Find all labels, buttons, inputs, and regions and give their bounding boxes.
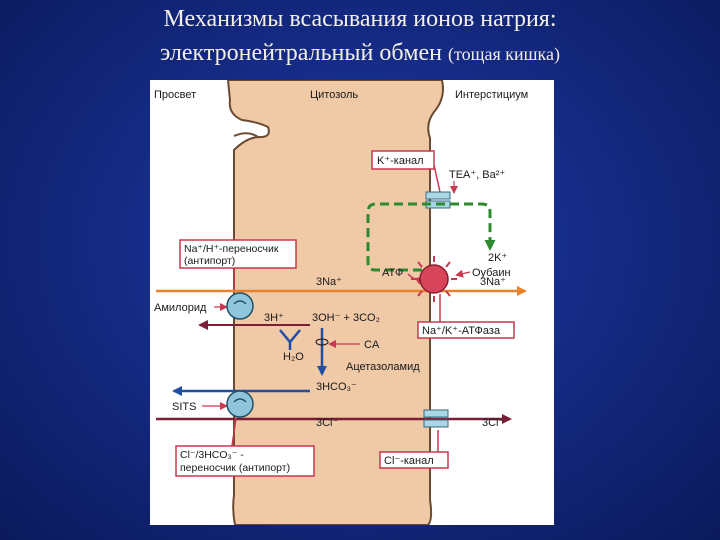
cl-hco3-label-line2: переносчик (антипорт) [180,462,290,474]
diagram-svg: Просвет Цитозоль Интерстициум K⁺-канал T… [150,79,554,526]
k-channel-pointer [433,164,441,193]
two-k-label: 2K⁺ [488,252,507,264]
region-lumen: Просвет [154,89,196,101]
nak-atpase-label: Na⁺/K⁺-АТФаза [422,325,501,337]
three-na-interstitium-label: 3Na⁺ [480,276,506,288]
three-hco3-label: 3HCO₃⁻ [316,381,357,393]
tight-junction [233,132,259,138]
acetazolamide-label: Ацетазоламид [346,361,420,373]
water-dissociation-arrow [279,329,301,350]
three-cl-cytosol-label: 3Cl⁻ [316,417,339,429]
ca-label: CA [364,339,380,351]
three-cl-interstitium-label: 3Cl⁻ [482,417,505,429]
nah-label-box [179,239,297,269]
nah-label-line2: (антипорт) [184,255,235,267]
transporter-icon [226,292,254,320]
nak-atpase-label-box [417,321,515,339]
region-interstitium: Интерстициум [455,89,528,101]
atpase-icon [411,256,457,302]
nah-label-line1: Na⁺/H⁺-переносчик [184,243,279,255]
cl-hco3-label-box [175,445,315,477]
three-oh-label: 3OH⁻ + 3CO₂ [312,312,380,324]
channel-icon [423,409,449,428]
cell-body [226,79,444,526]
slide-title-line1: Механизмы всасывания ионов натрия: [163,6,557,32]
cl-channel-label-box [379,451,449,469]
k-channel-label-box [371,150,435,170]
slide-title-subtitle: (тощая кишка) [448,44,560,64]
sits-label: SITS [172,401,196,413]
three-na-cytosol-label: 3Na⁺ [316,276,342,288]
cl-hco3-label-pointer [231,417,237,447]
cl-channel-label: Cl⁻-канал [384,455,434,467]
region-cytosol: Цитозоль [310,89,358,101]
tea-ba-label: TEA⁺, Ba²⁺ [449,169,505,181]
diagram-panel: Просвет Цитозоль Интерстициум K⁺-канал T… [150,79,554,526]
amiloride-label: Амилорид [154,302,207,314]
ouabain-block-arrow [455,269,471,278]
three-h-label: 3H⁺ [264,312,284,324]
atp-label: АТФ [382,267,403,279]
potassium-recycling-loop [366,202,496,272]
slide-title-line2: электронейтральный обмен (тощая кишка) [0,40,720,67]
h2o-label: H₂O [283,351,304,363]
slide-title-main: электронейтральный обмен [160,40,443,66]
transporter-icon [226,390,254,418]
ouabain-label: Оубаин [472,267,511,279]
k-channel-label: K⁺-канал [377,155,424,167]
cl-hco3-label-line1: Cl⁻/3HCO₃⁻ - [180,449,244,461]
